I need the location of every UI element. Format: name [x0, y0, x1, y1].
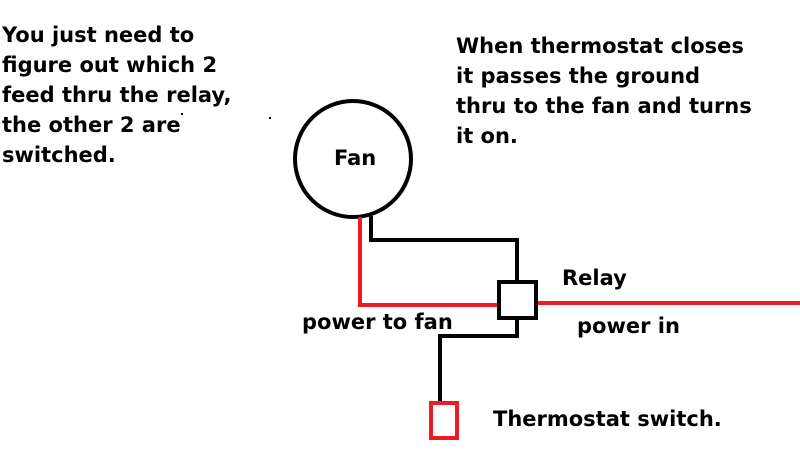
- note-line: figure out which 2: [2, 53, 218, 77]
- fan-label: Fan: [334, 146, 377, 170]
- left-explanation-note: You just need to figure out which 2 feed…: [2, 20, 231, 170]
- note-line: You just need to: [2, 23, 195, 47]
- note-line: thru to the fan and turns: [456, 94, 752, 118]
- thermostat-switch-box: [429, 401, 459, 440]
- note-line: feed thru the relay,: [2, 83, 232, 107]
- note-line: it passes the ground: [456, 64, 701, 88]
- power-wire-to-fan: [358, 217, 499, 307]
- right-explanation-note: When thermostat closes it passes the gro…: [456, 31, 752, 151]
- fan-circle: [293, 99, 413, 219]
- stray-dot: [269, 117, 271, 119]
- power-in-label: power in: [577, 314, 680, 338]
- note-line: it on.: [456, 124, 518, 148]
- stray-dot: [181, 113, 183, 115]
- ground-wire-relay-to-thermostat: [438, 318, 519, 402]
- note-line: switched.: [2, 143, 116, 167]
- thermostat-switch-label: Thermostat switch.: [493, 407, 722, 431]
- power-to-fan-label: power to fan: [302, 310, 453, 334]
- note-line: When thermostat closes: [456, 34, 744, 58]
- relay-label: Relay: [562, 266, 627, 290]
- ground-wire-fan-to-relay: [369, 216, 519, 281]
- relay-box: [497, 280, 538, 320]
- note-line: the other 2 are: [2, 113, 181, 137]
